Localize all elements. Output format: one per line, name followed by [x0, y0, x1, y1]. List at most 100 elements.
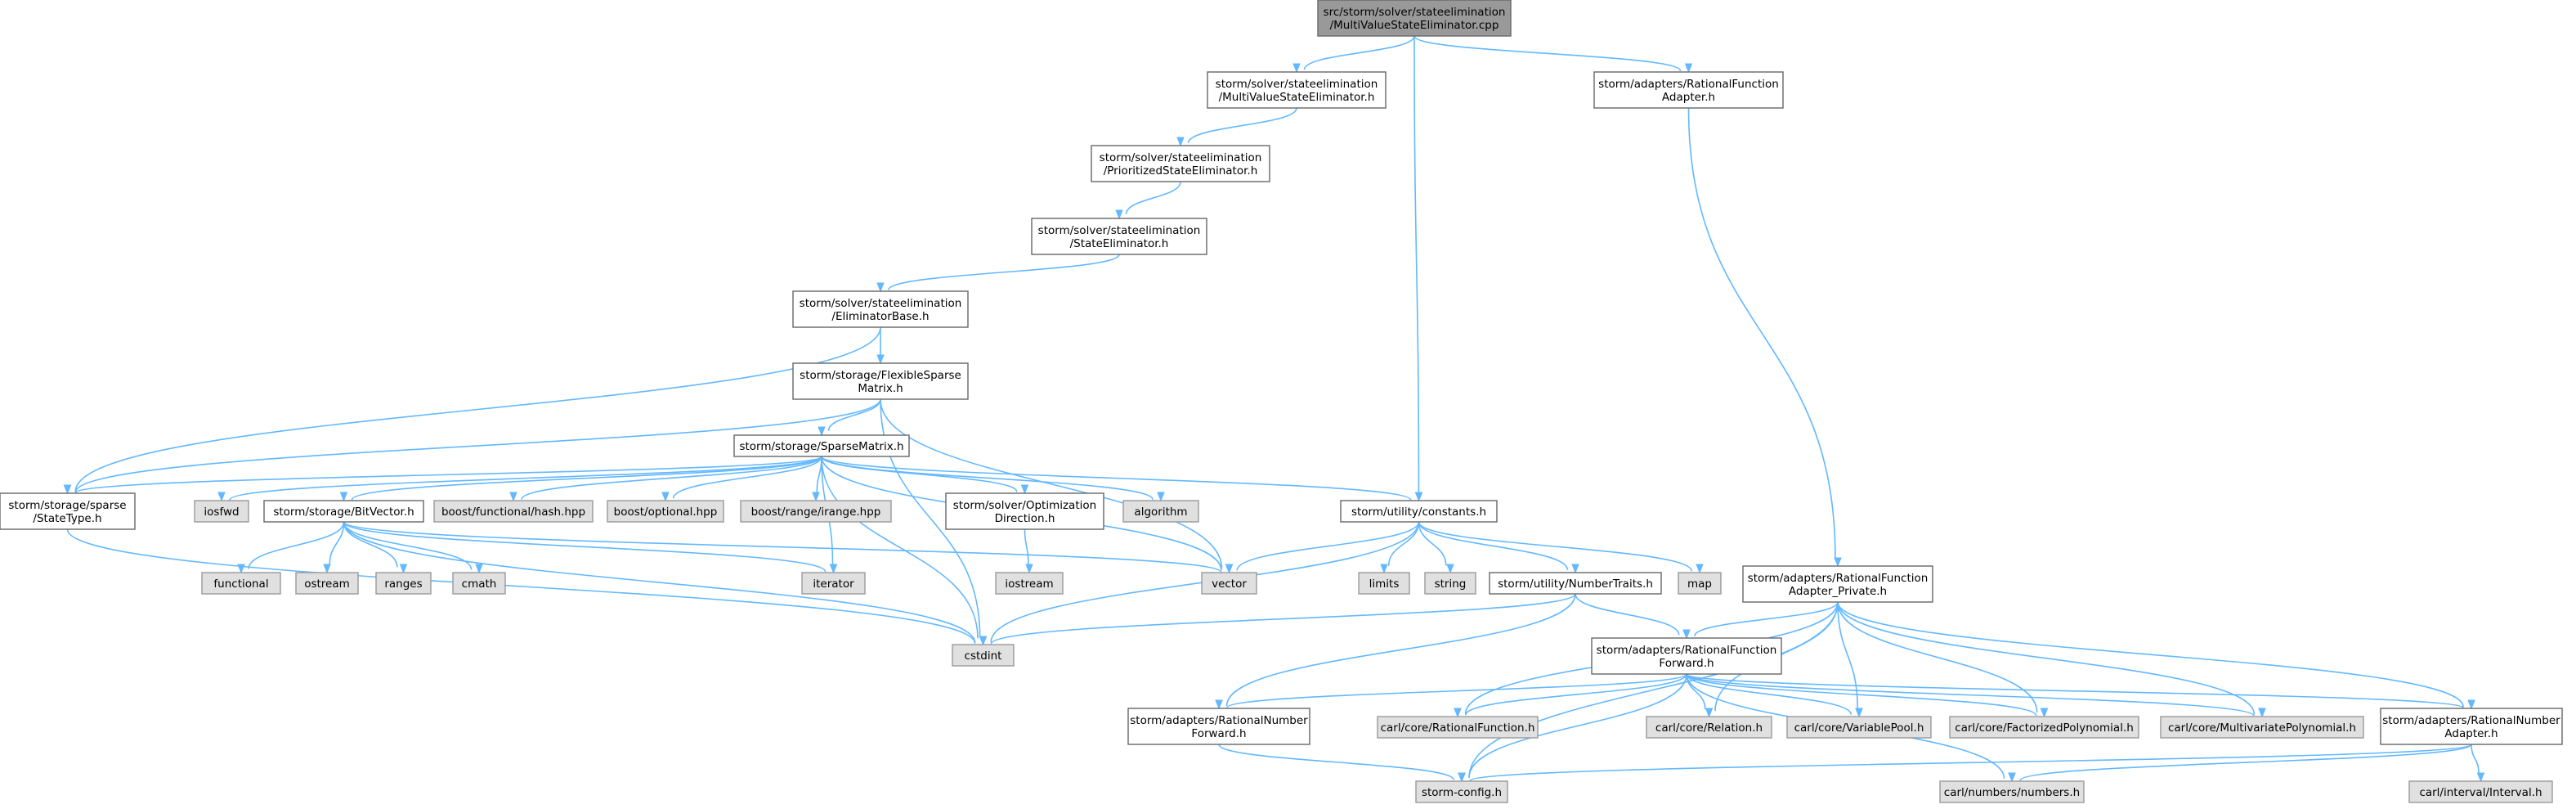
node-string: string: [1424, 572, 1476, 595]
edge-rff_h-to-carl_rf: [1465, 673, 1687, 716]
node-root[interactable]: src/storm/solver/stateelimination/MultiV…: [1317, 0, 1512, 37]
node-label-line: carl/core/RationalFunction.h: [1381, 721, 1535, 735]
node-label-line: vector: [1212, 578, 1247, 591]
edge-arrowhead: [1225, 564, 1234, 574]
edge-arrowhead: [399, 564, 408, 574]
node-box: [945, 492, 1104, 530]
edge-mvse_h-to-pse_h: [1187, 107, 1297, 144]
edge-fsm_h-to-st_h: [74, 398, 881, 493]
edge-rff_h-to-carl_vp: [1686, 673, 1852, 715]
node-label-line: storm/storage/BitVector.h: [273, 506, 414, 519]
edge-arrowhead: [1458, 772, 1466, 783]
node-mvse-h[interactable]: storm/solver/stateelimination/MultiValue…: [1207, 71, 1387, 109]
node-st-h[interactable]: storm/storage/sparse/StateType.h: [0, 492, 136, 530]
node-box: [1939, 780, 2085, 803]
edge-arrowhead: [1157, 492, 1165, 502]
node-box: [1031, 218, 1207, 255]
node-iostream: iostream: [995, 572, 1064, 595]
edge-const_h-to-string: [1418, 521, 1447, 566]
edge-fsm_h-to-sm_h: [827, 398, 881, 431]
edge-arrowhead: [2008, 772, 2016, 783]
edge-nt_h-to-rnf_h: [1225, 593, 1576, 706]
node-sm-h[interactable]: storm/storage/SparseMatrix.h: [733, 434, 910, 457]
node-label-line: Forward.h: [1191, 727, 1246, 740]
edge-rna_h-to-interval: [2471, 744, 2480, 774]
node-vector: vector: [1201, 572, 1257, 595]
edge-arrowhead: [979, 636, 988, 646]
node-label-line: iosfwd: [204, 506, 239, 519]
edge-rfap_h-to-carl_fp: [1837, 601, 2038, 713]
edge-arrowhead: [217, 492, 226, 502]
edge-arrowhead: [475, 564, 483, 574]
node-box: [1207, 71, 1387, 109]
edge-sm_h-to-od_h: [821, 456, 1018, 492]
edge-arrowhead: [63, 484, 72, 495]
node-label-line: carl/core/VariablePool.h: [1794, 721, 1924, 735]
node-label-line: storm/utility/constants.h: [1351, 506, 1486, 519]
node-label-line: Adapter.h: [2444, 727, 2498, 740]
node-box: [740, 500, 892, 523]
node-label-line: carl/interval/Interval.h: [2419, 786, 2542, 799]
node-optional: boost/optional.hpp: [607, 500, 724, 523]
node-label-line: Adapter_Private.h: [1789, 585, 1887, 598]
node-irange: boost/range/irange.hpp: [740, 500, 892, 523]
node-numbers: carl/numbers/numbers.h: [1939, 780, 2085, 803]
node-ranges: ranges: [375, 572, 432, 595]
edge-arrowhead: [1684, 63, 1693, 74]
node-label-line: storm/storage/SparseMatrix.h: [739, 440, 903, 453]
edge-arrowhead: [1020, 484, 1029, 495]
node-const-h[interactable]: storm/utility/constants.h: [1340, 500, 1498, 523]
edge-sm_h-to-algorithm: [821, 456, 1154, 501]
node-label-line: storm-config.h: [1422, 786, 1502, 799]
node-carl-rf: carl/core/RationalFunction.h: [1377, 716, 1539, 739]
edge-bv_h-to-functional: [248, 521, 345, 569]
dependency-edges: [63, 35, 2485, 783]
node-nt-h[interactable]: storm/utility/NumberTraits.h: [1489, 572, 1662, 595]
node-label-line: functional: [213, 578, 268, 591]
node-box: [1122, 500, 1199, 523]
node-box: [1358, 572, 1410, 595]
node-label-line: /MultiValueStateEliminator.h: [1219, 91, 1375, 104]
node-se-h[interactable]: storm/solver/stateelimination/StateElimi…: [1031, 218, 1207, 255]
node-label-line: cmath: [462, 578, 497, 591]
edge-bv_h-to-cmath: [343, 521, 473, 570]
node-box: [2380, 708, 2563, 745]
node-label-line: storm/solver/stateelimination: [1100, 151, 1262, 164]
edge-arrowhead: [1705, 708, 1714, 718]
node-box: [801, 572, 866, 595]
node-box: [1201, 572, 1257, 595]
node-hash: boost/functional/hash.hpp: [433, 500, 594, 523]
edge-rfap_h-to-config: [1468, 601, 1839, 778]
edge-arrowhead: [2476, 772, 2485, 783]
edge-rff_h-to-rna_h: [1686, 673, 2464, 709]
node-rfap-h[interactable]: storm/adapters/RationalFunctionAdapter_P…: [1742, 565, 1933, 603]
edge-arrowhead: [876, 282, 885, 293]
edge-arrowhead: [876, 354, 885, 365]
node-eb-h[interactable]: storm/solver/stateelimination/Eliminator…: [792, 290, 969, 328]
node-box: [1593, 71, 1784, 109]
node-carl-vp: carl/core/VariablePool.h: [1786, 716, 1932, 739]
node-iosfwd: iosfwd: [194, 500, 249, 523]
node-label-line: cstdint: [965, 649, 1002, 663]
edge-arrowhead: [1855, 708, 1863, 718]
node-label-line: Matrix.h: [858, 382, 903, 395]
node-bv-h[interactable]: storm/storage/BitVector.h: [263, 500, 424, 523]
node-box: [792, 290, 969, 328]
node-box: [792, 362, 969, 400]
edge-sm_h-to-iosfwd: [229, 456, 822, 501]
node-label-line: /MultiValueStateEliminator.cpp: [1330, 19, 1499, 32]
node-box: [201, 572, 281, 595]
node-map: map: [1678, 572, 1722, 595]
node-box: [2160, 716, 2364, 739]
node-pse-h[interactable]: storm/solver/stateelimination/Prioritize…: [1091, 145, 1270, 182]
node-label-line: /PrioritizedStateEliminator.h: [1104, 164, 1258, 178]
node-ostream: ostream: [295, 572, 359, 595]
node-label-line: storm/storage/sparse: [8, 499, 126, 512]
edge-se_h-to-eb_h: [888, 254, 1120, 290]
